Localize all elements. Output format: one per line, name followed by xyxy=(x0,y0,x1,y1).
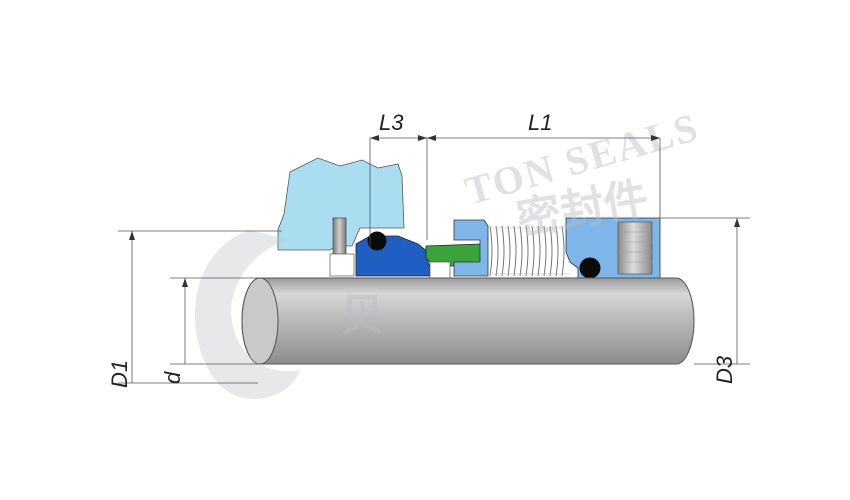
face-retainer xyxy=(453,219,489,277)
set-screw xyxy=(617,221,653,275)
dim-label-l1: L1 xyxy=(528,110,552,135)
dimension-arrows xyxy=(129,135,740,287)
shaft-end-face xyxy=(241,277,279,365)
seat-oring xyxy=(367,231,387,251)
collar-oring xyxy=(579,257,601,279)
stationary-seat xyxy=(355,235,431,277)
spring xyxy=(489,225,570,277)
face-holder xyxy=(429,261,451,279)
dim-label-d1: D1 xyxy=(107,360,132,388)
watermark-chinese-left: 贝 xyxy=(340,290,384,341)
shaft xyxy=(241,277,695,365)
watermark-logo xyxy=(194,230,300,399)
set-screw-thread xyxy=(618,231,652,263)
gland-housing xyxy=(277,157,405,251)
dim-label-l3: L3 xyxy=(379,110,404,135)
dim-label-d3: D3 xyxy=(712,355,737,384)
pin-base xyxy=(329,253,355,277)
dim-label-d: d xyxy=(160,371,185,384)
